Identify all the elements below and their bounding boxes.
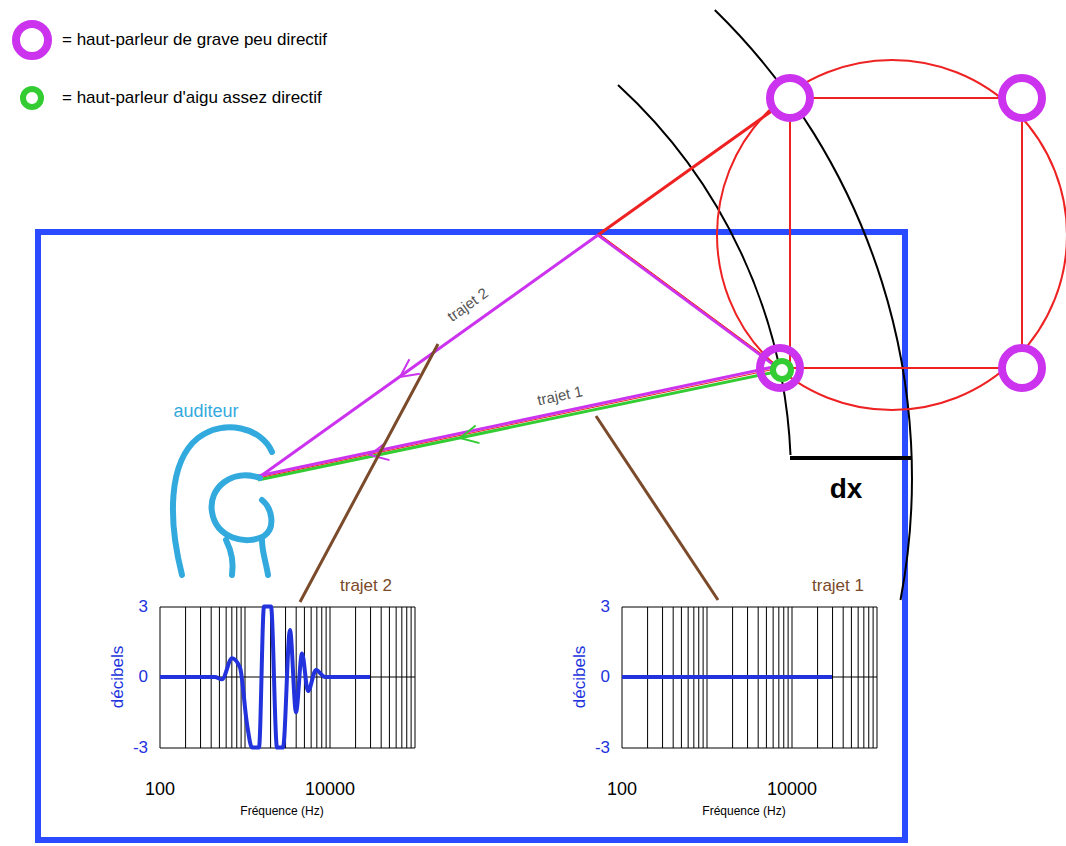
axis-title: Fréquence (Hz) bbox=[702, 805, 785, 818]
reflected-ray bbox=[598, 233, 778, 366]
grid-line bbox=[622, 677, 877, 678]
path-label: trajet 2 bbox=[445, 285, 492, 325]
leader-line bbox=[596, 416, 718, 600]
frame bbox=[38, 232, 905, 840]
tick-label: 100 bbox=[607, 780, 637, 800]
tweeter-sample bbox=[23, 89, 41, 107]
path-1-ray bbox=[258, 371, 780, 480]
leader-line bbox=[300, 344, 438, 602]
path-label: trajet 1 bbox=[536, 383, 584, 409]
dx-dimension bbox=[790, 456, 911, 460]
listener-neck bbox=[262, 540, 268, 575]
arrowhead bbox=[460, 426, 480, 444]
listener-outline bbox=[173, 427, 272, 575]
tick-label: 0 bbox=[601, 668, 610, 687]
legend-text: = haut-parleur de grave peu directif bbox=[62, 31, 327, 50]
axis-title: décibels bbox=[109, 646, 128, 708]
tweeter bbox=[773, 361, 791, 379]
tick-label: 3 bbox=[601, 598, 610, 617]
path-1-ray bbox=[258, 366, 778, 476]
tick-label: 0 bbox=[139, 668, 148, 687]
tick-label: 100 bbox=[145, 780, 175, 800]
frequency-chart bbox=[160, 607, 415, 749]
response-curve bbox=[160, 607, 370, 748]
listener-ear bbox=[212, 475, 272, 540]
tick-label: 3 bbox=[139, 598, 148, 617]
chart-title: trajet 2 bbox=[340, 577, 392, 596]
woofer bbox=[760, 348, 800, 388]
reflected-ray bbox=[598, 235, 778, 368]
response-curve bbox=[622, 675, 832, 679]
listener-neck bbox=[226, 540, 233, 575]
tick-label: 10000 bbox=[767, 780, 817, 800]
tick-label: 10000 bbox=[305, 780, 355, 800]
listener-label: auditeur bbox=[173, 402, 238, 422]
axis-title: Fréquence (Hz) bbox=[240, 805, 323, 818]
grid-line bbox=[160, 748, 415, 749]
woofer bbox=[1002, 348, 1042, 388]
frequency-chart bbox=[622, 607, 877, 748]
reflected-ray bbox=[598, 98, 790, 235]
grid-line bbox=[160, 607, 415, 608]
arrowhead bbox=[400, 359, 420, 377]
grid-line bbox=[622, 607, 877, 608]
chart-title: trajet 1 bbox=[812, 577, 864, 596]
enclosure-square bbox=[790, 98, 1022, 368]
woofer bbox=[1002, 78, 1042, 118]
tick-label: -3 bbox=[595, 739, 610, 758]
woofer-sample bbox=[16, 24, 48, 56]
dimension-label: dx bbox=[830, 474, 863, 505]
legend-text: = haut-parleur d'aigu assez directif bbox=[62, 89, 322, 108]
path-1-ray bbox=[258, 368, 780, 478]
woofer bbox=[770, 78, 810, 118]
tick-label: -3 bbox=[133, 739, 148, 758]
listener-head bbox=[173, 427, 272, 575]
grid-line bbox=[622, 748, 877, 749]
axis-title: décibels bbox=[571, 646, 590, 708]
